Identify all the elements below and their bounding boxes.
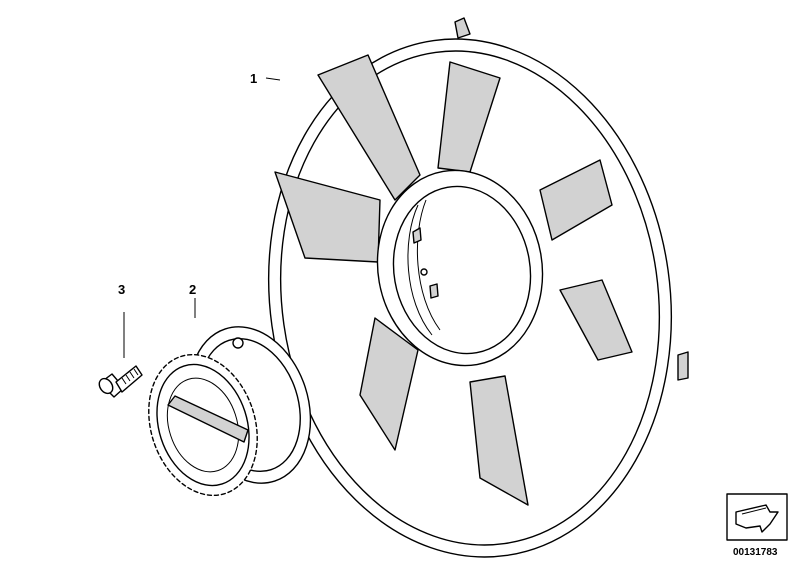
document-number: 00131783 bbox=[733, 547, 778, 558]
viscous-clutch-icon[interactable] bbox=[131, 311, 330, 510]
clutch-callout[interactable]: 2 bbox=[189, 282, 196, 297]
fan-blade-tip-top bbox=[454, 17, 471, 39]
fan-callout[interactable]: 1 bbox=[250, 71, 257, 86]
fan-blade-bottom bbox=[469, 375, 529, 506]
clutch-drive-bar bbox=[167, 395, 249, 443]
fan-leader-line bbox=[265, 77, 281, 81]
fan-wheel-icon[interactable] bbox=[236, 13, 704, 565]
clutch-front-ring bbox=[148, 353, 258, 497]
bolt-callout[interactable]: 3 bbox=[118, 282, 125, 297]
fan-blade-lower-left bbox=[359, 317, 419, 451]
socket-head-bolt-icon[interactable] bbox=[96, 365, 143, 398]
fan-blade-tip-lower bbox=[677, 351, 689, 381]
fan-blade-lower-right bbox=[559, 279, 633, 361]
fan-blade-top-left bbox=[317, 54, 421, 201]
orientation-stamp bbox=[726, 493, 788, 541]
fan-hub bbox=[376, 169, 544, 367]
clutch-bolt-hole bbox=[232, 337, 244, 349]
bent-arrow-icon bbox=[735, 504, 779, 533]
fan-blades bbox=[274, 54, 633, 506]
fan-blade-right bbox=[539, 159, 613, 241]
